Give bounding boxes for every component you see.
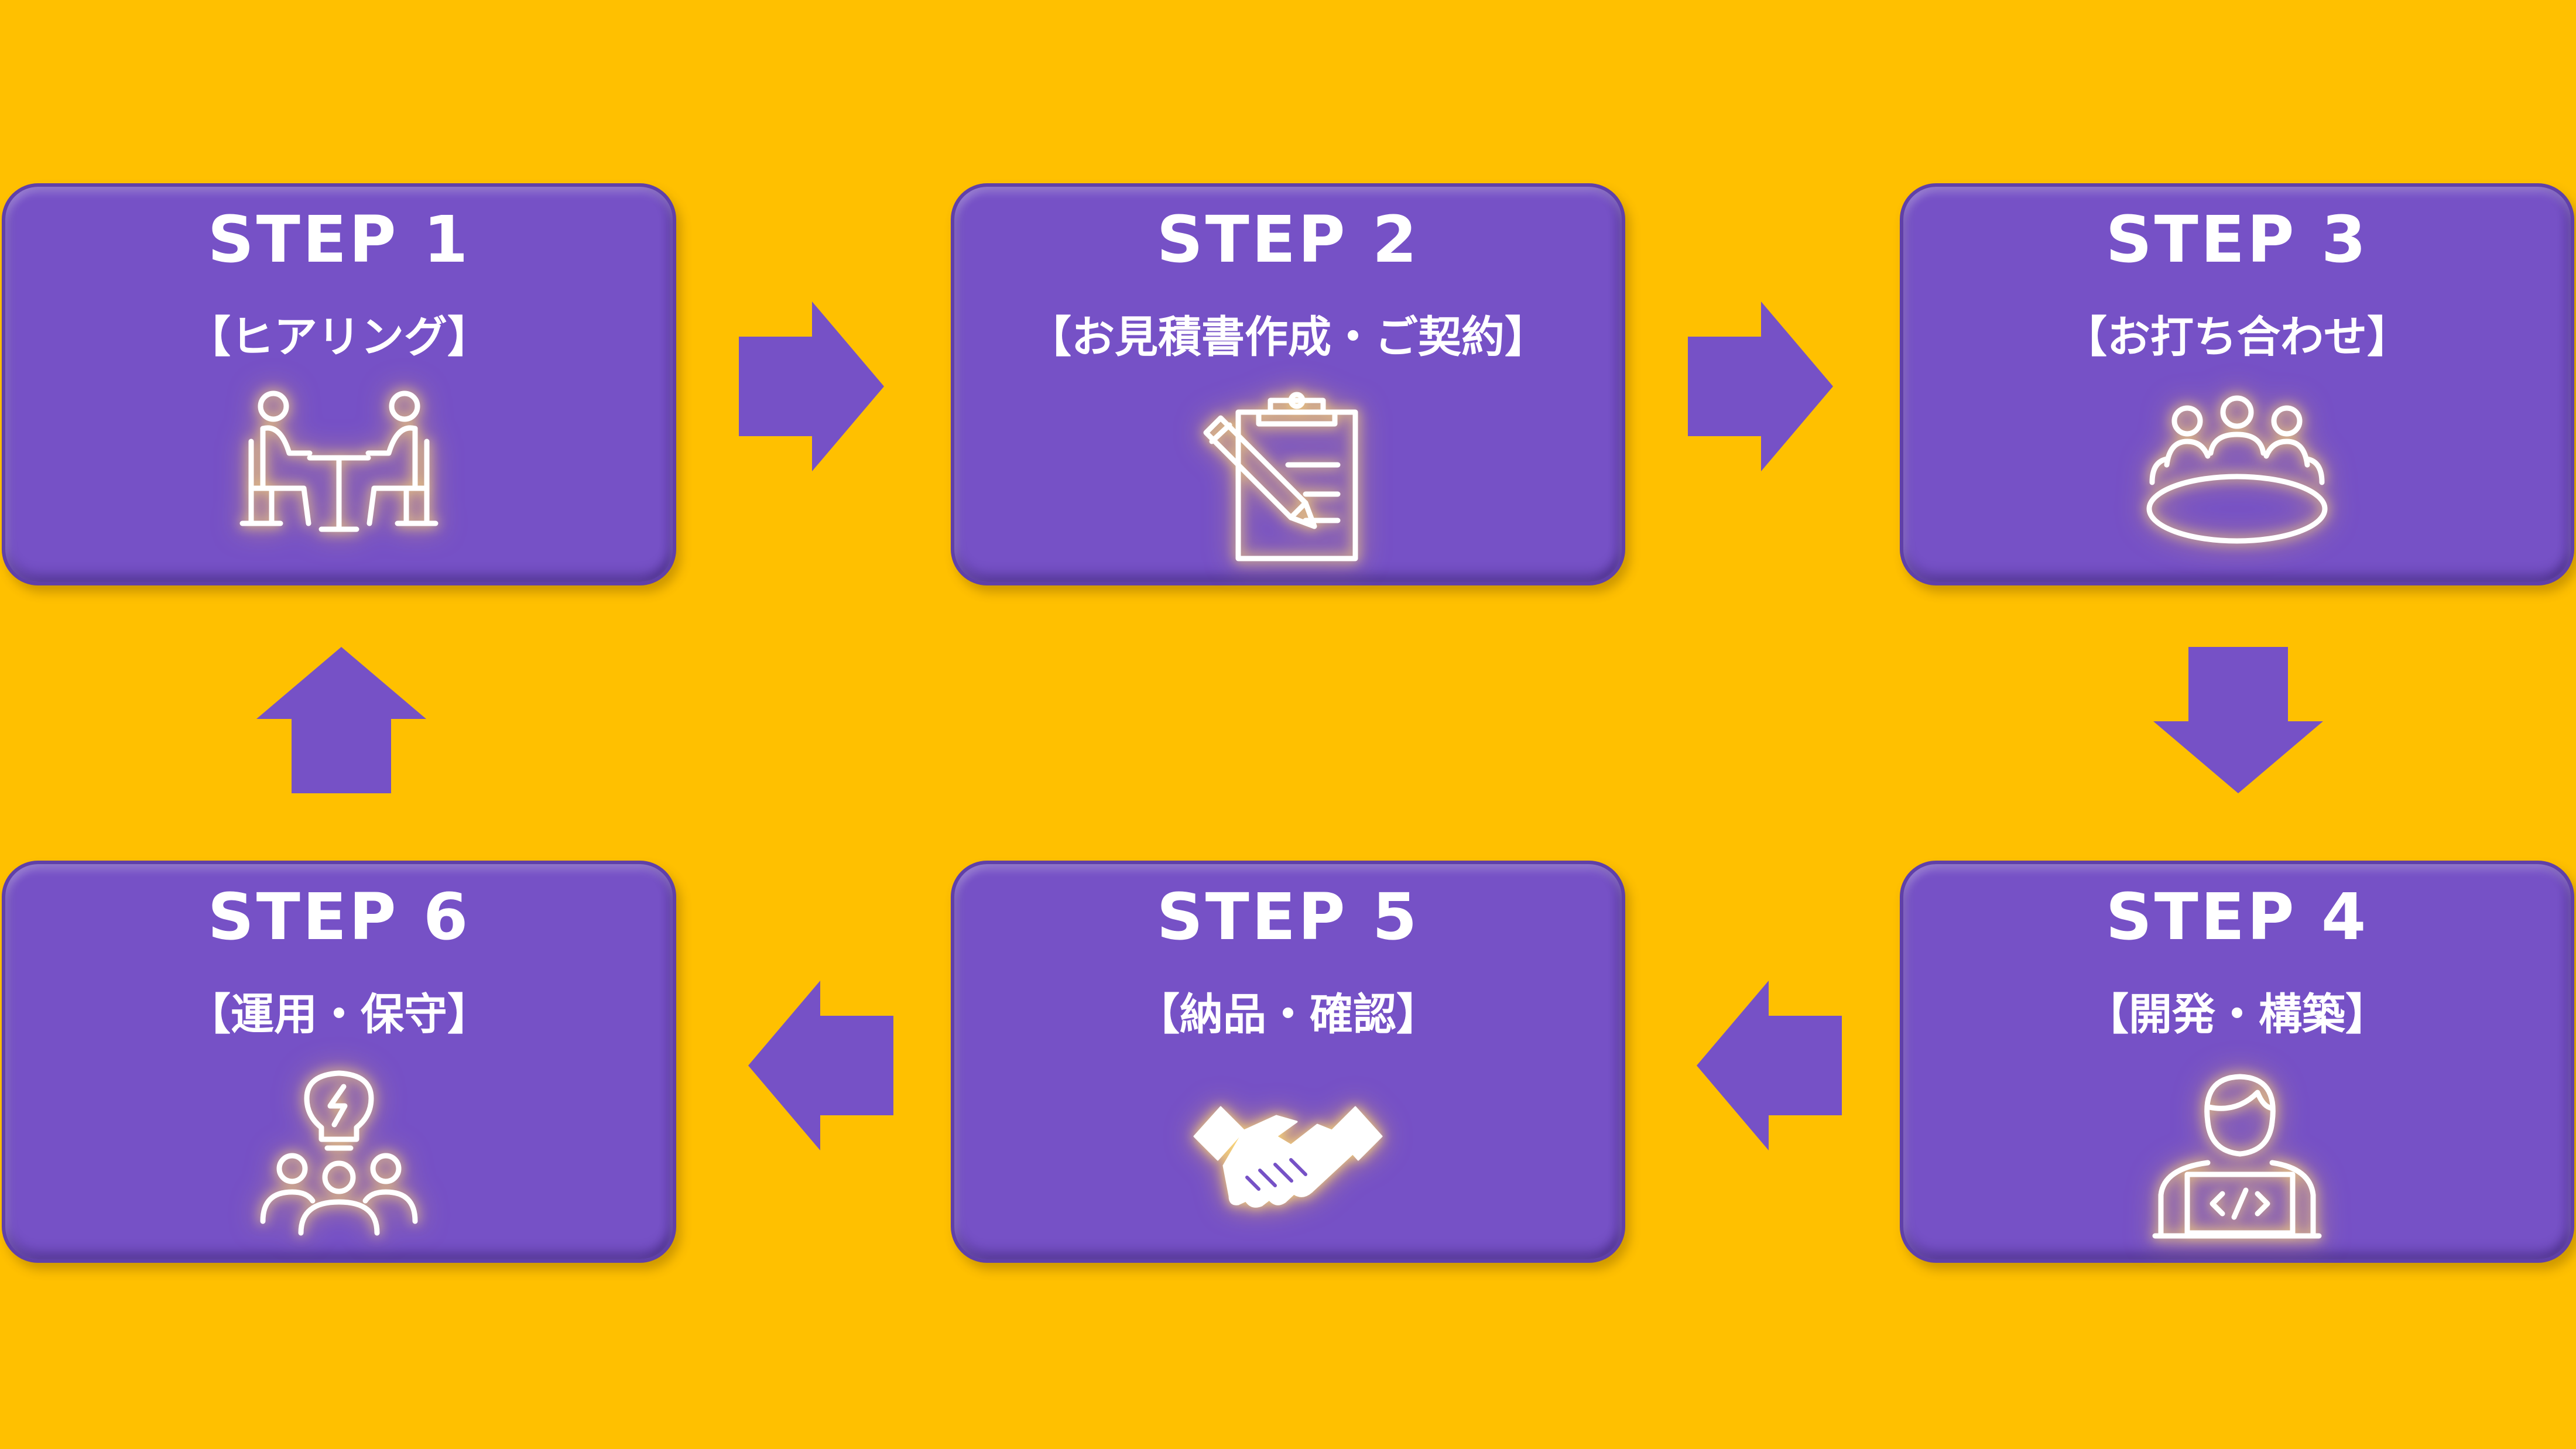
handshake-icon xyxy=(1188,1066,1388,1242)
step-1-title: STEP 1 xyxy=(207,202,471,277)
arrow-down xyxy=(2153,647,2323,793)
conference-table-icon xyxy=(2137,389,2337,564)
step-6-title: STEP 6 xyxy=(207,879,471,954)
step-4-subtitle: 【開発・構築】 xyxy=(2085,989,2389,1040)
arrow-left-1 xyxy=(1697,981,1842,1150)
step-2-box: STEP 2 【お見積書作成・ご契約】 xyxy=(951,183,1625,585)
arrow-right-1 xyxy=(739,302,884,471)
step-1-box: STEP 1 【ヒアリング】 xyxy=(2,183,676,585)
step-1-subtitle: 【ヒアリング】 xyxy=(187,312,491,362)
step-6-subtitle: 【運用・保守】 xyxy=(187,989,491,1040)
step-5-box: STEP 5 【納品・確認】 xyxy=(951,861,1625,1263)
step-3-box: STEP 3 【お打ち合わせ】 xyxy=(1900,183,2574,585)
arrow-left-2 xyxy=(748,981,893,1150)
step-5-subtitle: 【納品・確認】 xyxy=(1136,989,1440,1040)
step-4-box: STEP 4 【開発・構築】 xyxy=(1900,861,2574,1263)
meeting-two-people-icon xyxy=(239,389,439,564)
step-3-subtitle: 【お打ち合わせ】 xyxy=(2064,312,2410,362)
clipboard-pencil-icon xyxy=(1188,389,1388,564)
step-5-title: STEP 5 xyxy=(1156,879,1420,954)
arrow-right-2 xyxy=(1688,302,1833,471)
step-2-subtitle: 【お見積書作成・ご契約】 xyxy=(1028,312,1548,362)
step-2-title: STEP 2 xyxy=(1156,202,1420,277)
step-3-title: STEP 3 xyxy=(2105,202,2369,277)
developer-laptop-icon xyxy=(2137,1066,2337,1242)
arrow-up xyxy=(256,647,426,793)
step-6-box: STEP 6 【運用・保守】 xyxy=(2,861,676,1263)
step-4-title: STEP 4 xyxy=(2105,879,2369,954)
team-idea-bulb-icon xyxy=(239,1066,439,1242)
